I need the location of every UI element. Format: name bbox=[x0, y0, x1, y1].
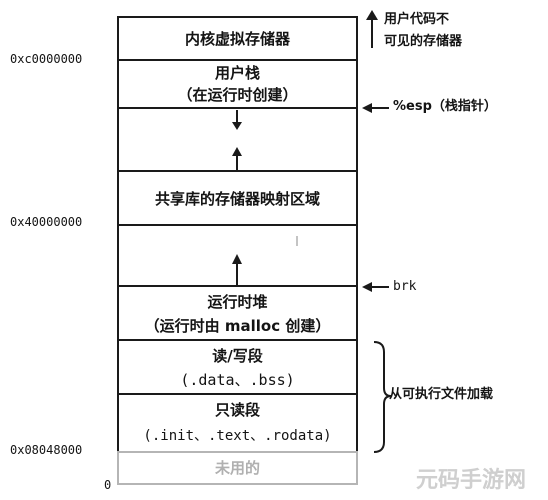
runtime-heap-label: 运行时堆 bbox=[207, 293, 268, 311]
text-base-address: 0x08048000 bbox=[10, 443, 83, 457]
read-only-segment: 只读段 (.init、.text、.rodata) bbox=[117, 393, 358, 453]
zero-address: 0 bbox=[104, 478, 112, 492]
shared-library-up-arrow bbox=[232, 147, 242, 170]
kernel-up-arrow bbox=[366, 10, 378, 48]
unused-segment: 未用的 bbox=[117, 451, 358, 485]
stack-grows-down-arrow bbox=[232, 110, 242, 130]
runtime-heap-sublabel: （运行时由 malloc 创建） bbox=[144, 317, 331, 335]
brk-pointer-arrow bbox=[362, 282, 389, 292]
heap-grows-up-arrow bbox=[232, 254, 242, 285]
kernel-memory-label: 内核虚拟存储器 bbox=[184, 30, 290, 48]
read-only-sublabel: (.init、.text、.rodata) bbox=[143, 428, 332, 444]
esp-pointer-note: %esp（栈指针） bbox=[393, 99, 497, 114]
shared-base-address: 0x40000000 bbox=[10, 215, 83, 229]
read-write-segment: 读/写段 (.data、.bss) bbox=[117, 339, 358, 395]
brk-note: brk bbox=[393, 279, 417, 294]
kernel-note-line2: 可见的存储器 bbox=[384, 34, 463, 49]
read-write-sublabel: (.data、.bss) bbox=[180, 371, 295, 389]
kernel-note-line1: 用户代码不 bbox=[384, 12, 450, 27]
user-stack-sublabel: （在运行时创建） bbox=[177, 86, 298, 104]
file-loaded-note: 从可执行文件加载 bbox=[389, 387, 494, 402]
kernel-base-address: 0xc0000000 bbox=[10, 52, 83, 66]
unused-label: 未用的 bbox=[214, 459, 260, 477]
kernel-memory-segment: 内核虚拟存储器 bbox=[117, 16, 358, 61]
loaded-from-file-brace bbox=[373, 341, 392, 453]
esp-pointer-arrow bbox=[362, 103, 389, 113]
user-stack-label: 用户栈 bbox=[214, 64, 260, 82]
watermark-logo: 元码手游网 bbox=[416, 468, 527, 493]
shared-library-label: 共享库的存储器映射区域 bbox=[154, 190, 320, 208]
runtime-heap-segment: 运行时堆 （运行时由 malloc 创建） bbox=[117, 285, 358, 341]
read-write-label: 读/写段 bbox=[212, 347, 263, 365]
read-only-label: 只读段 bbox=[214, 401, 260, 419]
